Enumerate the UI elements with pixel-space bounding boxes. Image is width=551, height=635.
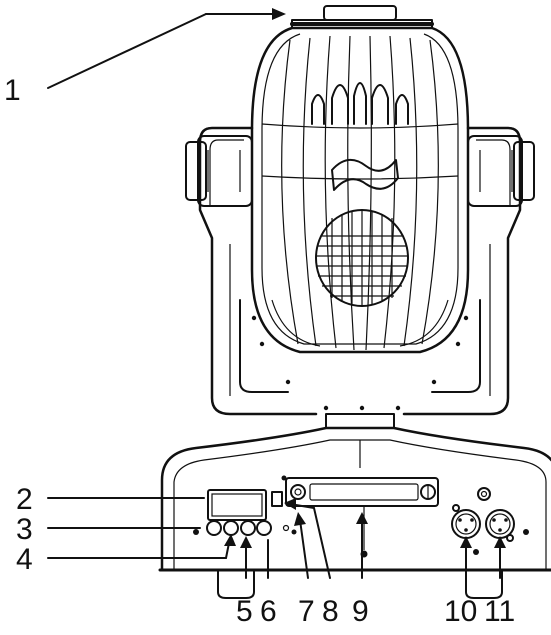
leader-lines	[47, 8, 506, 579]
callout-7: 7	[298, 595, 315, 628]
callout-6: 6	[260, 595, 277, 628]
callout-4: 4	[16, 543, 33, 576]
callout-3: 3	[16, 513, 33, 546]
moving-head	[250, 5, 470, 354]
callout-11: 11	[484, 595, 515, 628]
enter-button[interactable]	[256, 520, 272, 536]
vent-slot-panel	[285, 477, 439, 507]
callout-2: 2	[16, 483, 33, 516]
down-button[interactable]	[240, 520, 256, 536]
menu-button[interactable]	[206, 520, 222, 536]
callout-9: 9	[352, 595, 369, 628]
callout-8: 8	[322, 595, 339, 628]
up-button[interactable]	[223, 520, 239, 536]
callout-10: 10	[444, 595, 477, 628]
callout-1: 1	[4, 74, 21, 107]
callout-5: 5	[236, 595, 253, 628]
led-display	[207, 489, 267, 521]
callout-labels: 1 2 3 4 5 6 7 8 9 10 11	[4, 74, 515, 628]
indicator-led	[282, 524, 290, 532]
ir-receiver	[271, 491, 283, 507]
base	[158, 426, 551, 599]
yoke	[185, 126, 535, 429]
